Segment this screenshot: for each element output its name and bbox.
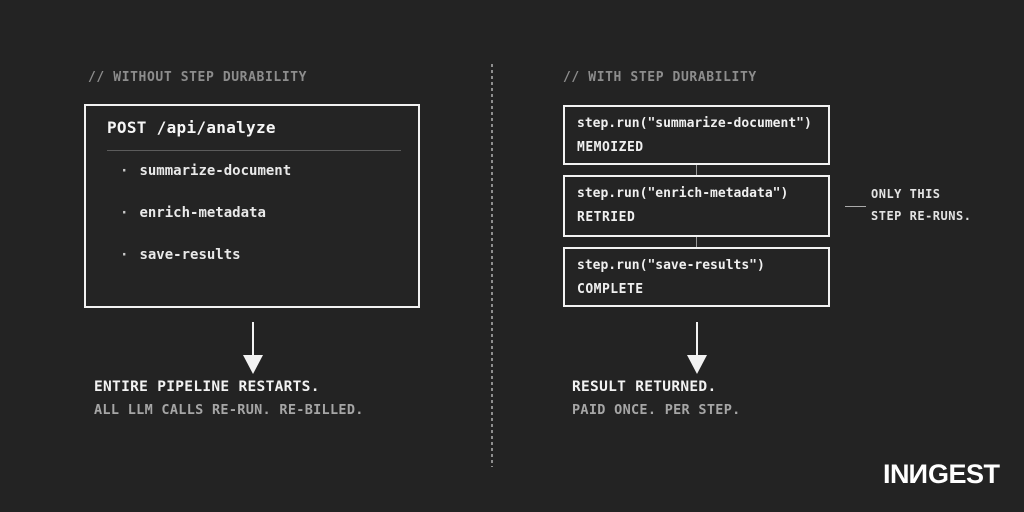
step-box-retried: step.run("enrich-metadata") RETRIED <box>563 175 830 237</box>
annotation-pointer-line <box>845 206 866 207</box>
inngest-logo: INNGEST <box>883 459 1000 490</box>
bullet-icon: · <box>120 163 129 179</box>
annotation-line2: STEP RE-RUNS. <box>871 209 972 223</box>
right-caption-primary: RESULT RETURNED. <box>572 379 717 395</box>
pipeline-step-label: enrich-metadata <box>139 205 266 221</box>
logo-text-part: IN <box>883 459 910 489</box>
right-caption-secondary: PAID ONCE. PER STEP. <box>572 402 741 418</box>
pipeline-box: POST /api/analyze · summarize-document ·… <box>84 104 420 308</box>
list-item: · enrich-metadata <box>120 205 408 221</box>
vertical-dotted-divider <box>491 64 493 467</box>
right-section-header: // WITH STEP DURABILITY <box>563 70 757 85</box>
pipeline-title-divider <box>107 150 401 151</box>
annotation-line1: ONLY THIS <box>871 187 941 201</box>
pipeline-title: POST /api/analyze <box>107 118 276 137</box>
logo-mirrored-n: N <box>909 459 928 489</box>
step-connector-line <box>696 165 697 175</box>
pipeline-step-label: summarize-document <box>139 163 292 179</box>
pipeline-step-list: · summarize-document · enrich-metadata ·… <box>120 163 408 289</box>
step-code: step.run("enrich-metadata") <box>577 186 789 201</box>
list-item: · save-results <box>120 247 408 263</box>
down-arrow-icon <box>252 322 254 357</box>
left-caption-secondary: ALL LLM CALLS RE-RUN. RE-BILLED. <box>94 402 364 418</box>
step-code: step.run("summarize-document") <box>577 116 812 131</box>
logo-text-part: GEST <box>928 459 1000 489</box>
step-code: step.run("save-results") <box>577 258 765 273</box>
bullet-icon: · <box>120 205 129 221</box>
down-arrow-head-icon <box>243 355 263 374</box>
down-arrow-icon <box>696 322 698 357</box>
step-box-memoized: step.run("summarize-document") MEMOIZED <box>563 105 830 165</box>
list-item: · summarize-document <box>120 163 408 179</box>
step-connector-line <box>696 237 697 247</box>
step-status-badge: MEMOIZED <box>577 140 644 155</box>
step-status-badge: RETRIED <box>577 210 636 225</box>
down-arrow-head-icon <box>687 355 707 374</box>
left-section-header: // WITHOUT STEP DURABILITY <box>88 70 308 85</box>
left-caption-primary: ENTIRE PIPELINE RESTARTS. <box>94 379 320 395</box>
step-box-complete: step.run("save-results") COMPLETE <box>563 247 830 307</box>
bullet-icon: · <box>120 247 129 263</box>
step-status-badge: COMPLETE <box>577 282 644 297</box>
pipeline-step-label: save-results <box>139 247 241 263</box>
